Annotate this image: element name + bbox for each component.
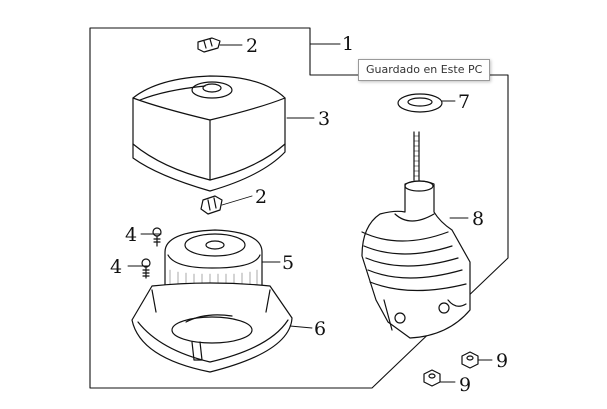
gasket-part-7: [397, 93, 443, 113]
callout-1: 1: [342, 33, 354, 55]
leader-lines: [127, 44, 493, 383]
clip-part-2-lower: [200, 195, 223, 215]
callout-3: 3: [318, 108, 330, 130]
stud-bolt: [413, 131, 420, 181]
nut-part-9-lower: [423, 369, 441, 387]
air-duct-part-8: [361, 180, 471, 339]
callout-2-lower: 2: [255, 186, 267, 208]
callout-6: 6: [314, 318, 326, 340]
callout-9-right: 9: [496, 350, 508, 372]
clip-part-2-top: [197, 37, 221, 53]
screw-part-4-upper: [152, 227, 162, 247]
callout-4-upper: 4: [125, 224, 137, 246]
callout-2-top: 2: [246, 35, 258, 57]
screw-part-4-lower: [141, 258, 151, 279]
nut-part-9-right: [461, 351, 479, 369]
callout-9-lower: 9: [459, 374, 471, 396]
air-cleaner-cover-part-3: [132, 75, 286, 192]
saved-status-tooltip: Guardado en Este PC: [358, 59, 491, 81]
air-cleaner-base-part-6: [131, 282, 293, 373]
callout-7: 7: [458, 91, 470, 113]
callout-4-lower: 4: [110, 256, 122, 278]
callout-8: 8: [472, 208, 484, 230]
callout-5: 5: [282, 252, 294, 274]
